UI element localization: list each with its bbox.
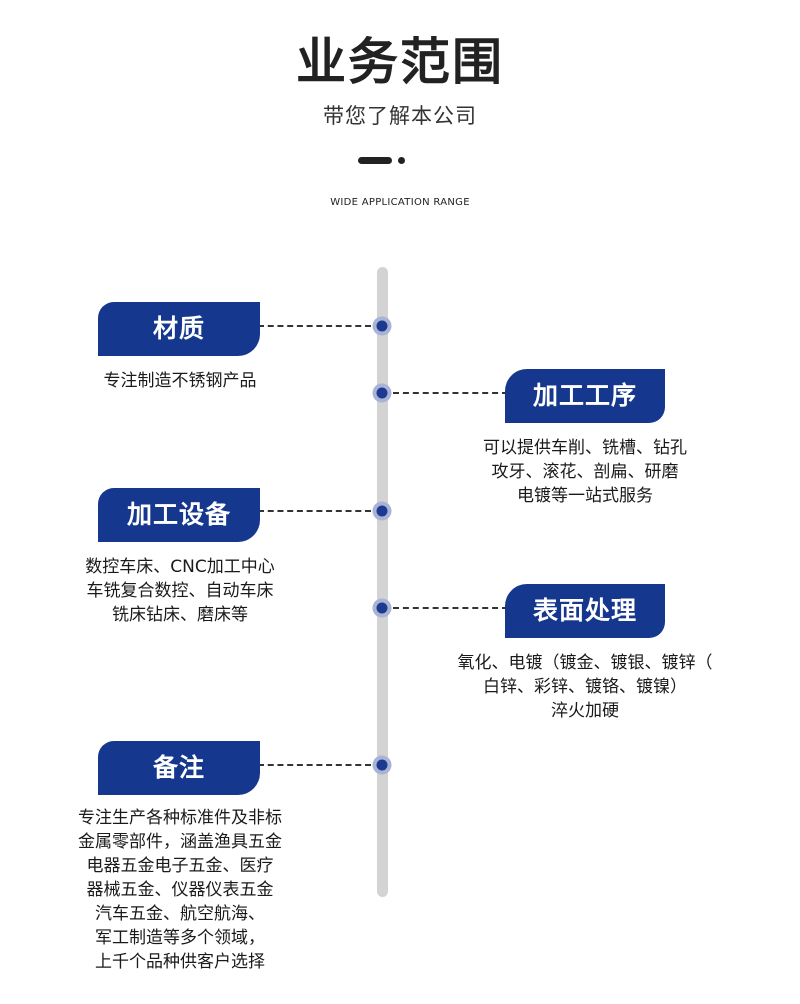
connector-line <box>258 764 371 766</box>
timeline-node-material <box>372 316 392 336</box>
tag-equipment: 加工设备 <box>98 488 260 542</box>
description-equipment: 数控车床、CNC加工中心 车铣复合数控、自动车床 铣床钻床、磨床等 <box>40 555 320 627</box>
description-notes: 专注生产各种标准件及非标 金属零部件，涵盖渔具五金 电器五金电子五金、医疗 器械… <box>40 806 320 974</box>
description-line: 军工制造等多个领域， <box>95 928 265 948</box>
timeline-line <box>377 267 388 897</box>
tag-material: 材质 <box>98 302 260 356</box>
description-surface: 氧化、电镀（镀金、镀银、镀锌（ 白锌、彩锌、镀铬、镀镍） 淬火加硬 <box>415 651 755 723</box>
description-process: 可以提供车削、铣槽、钻孔 攻牙、滚花、剖扁、研磨 电镀等一站式服务 <box>440 436 730 508</box>
decoration-dot <box>398 157 405 164</box>
description-line: 上千个品种供客户选择 <box>95 952 265 972</box>
description-line: 白锌、彩锌、镀铬、镀镍） <box>483 677 687 697</box>
description-line: 铣床钻床、磨床等 <box>112 605 248 625</box>
connector-line <box>258 510 371 512</box>
description-line: 淬火加硬 <box>551 701 619 721</box>
decoration-bar <box>358 157 392 164</box>
connector-line <box>393 392 508 394</box>
timeline-node-surface <box>372 598 392 618</box>
description-line: 数控车床、CNC加工中心 <box>85 557 275 577</box>
timeline-node-equipment <box>372 501 392 521</box>
tag-notes: 备注 <box>98 741 260 795</box>
tag-surface: 表面处理 <box>505 584 665 638</box>
description-line: 电器五金电子五金、医疗 <box>86 856 274 876</box>
tag-process: 加工工序 <box>505 369 665 423</box>
description-material: 专注制造不锈钢产品 <box>60 369 300 393</box>
page-title: 业务范围 <box>296 33 504 91</box>
description-line: 车铣复合数控、自动车床 <box>86 581 274 601</box>
description-line: 攻牙、滚花、剖扁、研磨 <box>491 462 679 482</box>
english-subtitle: WIDE APPLICATION RANGE <box>330 197 470 208</box>
timeline-node-notes <box>372 755 392 775</box>
description-line: 汽车五金、航空航海、 <box>95 904 265 924</box>
description-line: 器械五金、仪器仪表五金 <box>86 880 274 900</box>
description-line: 电镀等一站式服务 <box>517 486 653 506</box>
page-subtitle: 带您了解本公司 <box>323 104 477 128</box>
description-line: 氧化、电镀（镀金、镀银、镀锌（ <box>457 653 713 673</box>
connector-line <box>393 607 508 609</box>
connector-line <box>258 325 371 327</box>
timeline-node-process <box>372 383 392 403</box>
description-line: 专注制造不锈钢产品 <box>103 371 257 391</box>
description-line: 可以提供车削、铣槽、钻孔 <box>483 438 687 458</box>
description-line: 专注生产各种标准件及非标 <box>78 808 282 828</box>
description-line: 金属零部件，涵盖渔具五金 <box>78 832 282 852</box>
